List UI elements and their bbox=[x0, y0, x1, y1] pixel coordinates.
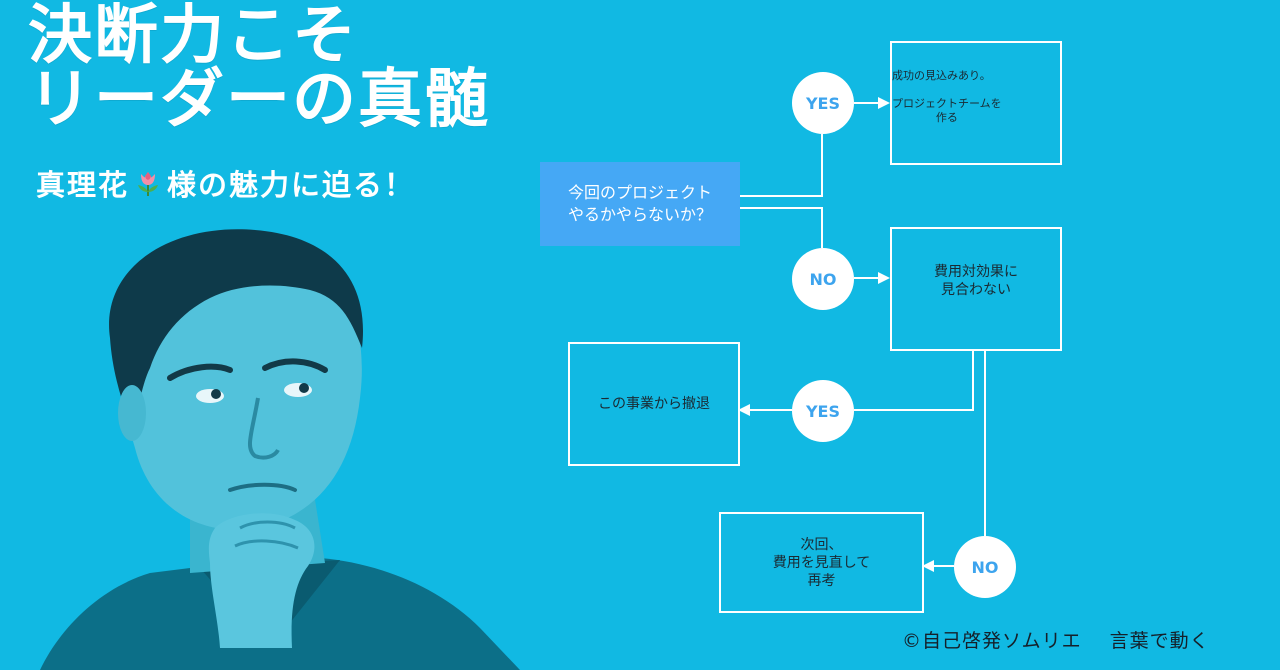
tulip-icon bbox=[138, 172, 159, 196]
no-node-1: NO bbox=[792, 248, 854, 310]
subtitle-text: 様の魅力に迫る！ bbox=[167, 168, 416, 202]
withdraw-box: この事業から撤退 bbox=[568, 342, 740, 466]
no-node-2: NO bbox=[954, 536, 1016, 598]
success-line-1: 成功の見込みあり。 bbox=[892, 69, 991, 82]
page-title: 決断力こそ リーダーの真髄 bbox=[28, 4, 490, 132]
yes-node-2: YES bbox=[792, 380, 854, 442]
title-line-2: リーダーの真髄 bbox=[28, 63, 490, 137]
tagline-text: 言葉で動く bbox=[1109, 630, 1210, 652]
subtitle-name: 真理花 bbox=[36, 168, 130, 202]
review-box: 次回、 費用を見直して 再考 bbox=[719, 512, 924, 613]
title-line-1: 決断力こそ bbox=[28, 0, 358, 73]
yes-node-1: YES bbox=[792, 72, 854, 134]
thinking-man-image bbox=[40, 229, 520, 670]
success-line-2: プロジェクトチームを 作る bbox=[892, 97, 1002, 124]
copyright-text: ©自己啓発ソムリエ bbox=[902, 630, 1082, 652]
cost-box: 費用対効果に 見合わない bbox=[890, 227, 1062, 351]
start-question-box: 今回のプロジェクト やるかやらないか？ bbox=[540, 162, 740, 246]
subtitle: 真理花 様の魅力に迫る！ bbox=[36, 162, 415, 204]
success-box: 成功の見込みあり。 プロジェクトチームを 作る bbox=[890, 41, 1062, 165]
footer-credit: ©自己啓発ソムリエ 言葉で動く bbox=[902, 626, 1210, 653]
